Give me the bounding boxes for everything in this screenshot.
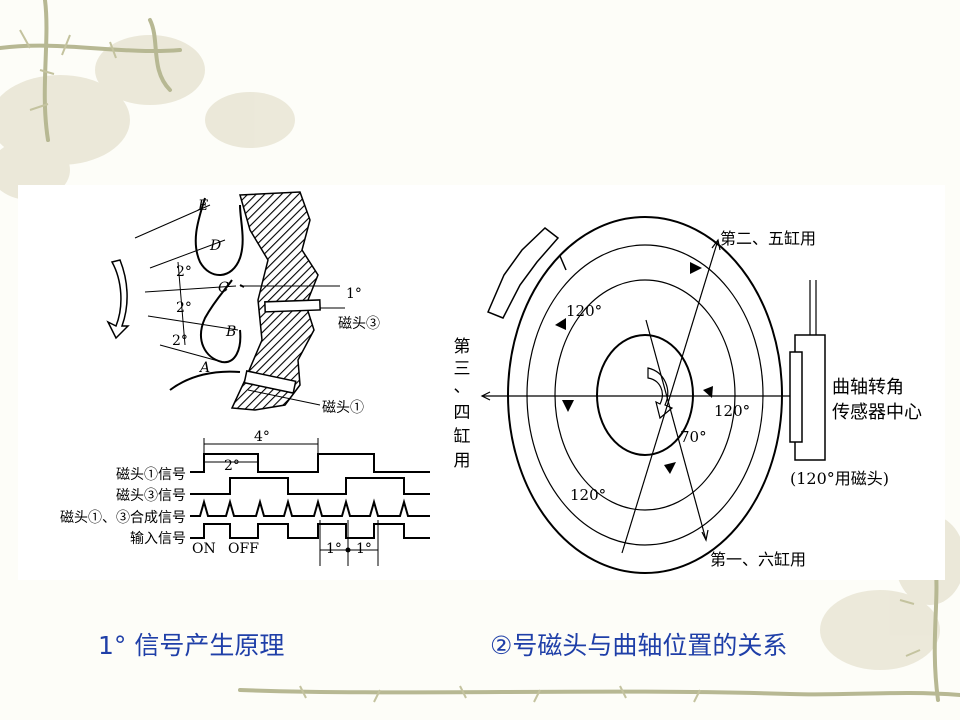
tooth-label-c: C — [218, 280, 229, 296]
figure-panel: E D C B A 2° 2° 2° 1° 磁头③ 磁头① — [18, 185, 945, 580]
arc-ring-outer — [526, 244, 764, 546]
caption-right: ②号磁头与曲轴位置的关系 — [490, 631, 788, 660]
cylinder-34-char: 用 — [454, 451, 471, 471]
hub — [596, 334, 694, 456]
head-note: (120°用磁头) — [790, 469, 889, 488]
period-label: 4° — [254, 429, 270, 445]
angle-label-right: 1° — [346, 286, 362, 302]
signal-trace-combined — [190, 498, 430, 517]
head3-label: 磁头③ — [338, 316, 380, 332]
signal-trace-head3 — [190, 477, 430, 495]
head1-label: 磁头① — [322, 400, 364, 416]
cylinder-34-char: 第 — [454, 337, 471, 357]
cylinder-34-char: 、 — [454, 377, 471, 397]
right-sensor — [789, 280, 826, 461]
angle-label-lower: 2° — [172, 333, 188, 349]
tooth-label-b: B — [225, 324, 236, 340]
cylinder-34-label: 第 三 、 四 缸 用 — [454, 337, 471, 471]
top-sensor-segments — [487, 227, 560, 319]
timing-chart: 4° 2° 磁头①信号 磁头③信号 磁头①、③合成信号 输入信号 ON OFF … — [60, 429, 430, 566]
arc-ring-inner — [554, 279, 736, 511]
interval-label-a: 1° — [326, 541, 342, 557]
tooth-label-a: A — [198, 360, 210, 376]
angle-label-70: 70° — [680, 428, 707, 446]
sensor-center-line1: 曲轴转角 — [832, 377, 904, 398]
signal-label-input: 输入信号 — [130, 531, 186, 547]
rotation-arrow — [106, 259, 130, 340]
outer-disc — [507, 216, 783, 574]
cylinder-34-char: 四 — [454, 403, 471, 423]
angle-label-middle: 2° — [176, 300, 192, 316]
sensor-center-line2: 传感器中心 — [832, 402, 922, 423]
tooth-label-d: D — [209, 238, 221, 254]
tooth-label-e: E — [197, 198, 208, 214]
interval-label-b: 1° — [356, 541, 372, 557]
diagram-canvas: E D C B A 2° 2° 2° 1° 磁头③ 磁头① — [60, 191, 922, 574]
tooth-wheel-diagram: E D C B A 2° 2° 2° 1° 磁头③ 磁头① — [106, 191, 380, 416]
signal-label-head1: 磁头①信号 — [116, 467, 186, 483]
cylinder-34-char: 三 — [454, 359, 471, 379]
angle-label-upper: 2° — [176, 264, 192, 280]
off-label: OFF — [228, 541, 259, 557]
signal-trace-head1 — [190, 453, 430, 473]
cylinder-34-char: 缸 — [454, 426, 471, 447]
on-label: ON — [192, 541, 216, 557]
crankshaft-diagram: 第二、五缸用 第一、六缸用 第 三 、 四 缸 用 120° 120° 120°… — [454, 216, 922, 574]
signal-label-head3: 磁头③信号 — [116, 488, 186, 504]
pulse-label: 2° — [224, 458, 240, 474]
caption-left: 1° 信号产生原理 — [98, 631, 285, 660]
angle-label-bottom: 120° — [570, 486, 606, 504]
hub-rotation-arrow — [647, 367, 674, 420]
signal-label-combined: 磁头①、③合成信号 — [60, 510, 186, 526]
angle-label-top: 120° — [566, 302, 602, 320]
signal-trace-input — [190, 523, 430, 539]
cylinder-25-label: 第二、五缸用 — [720, 229, 816, 248]
angle-label-right: 120° — [714, 402, 750, 420]
cylinder-16-label: 第一、六缸用 — [710, 550, 806, 569]
